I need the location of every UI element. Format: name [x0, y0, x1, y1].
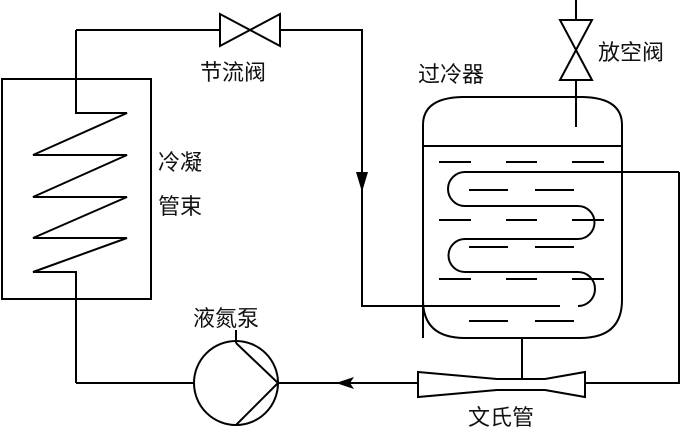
condenser-label-line1: 冷凝 — [158, 151, 202, 176]
liquid-dashes — [439, 161, 604, 322]
condenser-label-line2: 管束 — [158, 195, 202, 220]
subcooler-label: 过冷器 — [418, 63, 484, 88]
vent-valve-label: 放空阀 — [598, 41, 664, 66]
venturi-tube — [417, 370, 586, 399]
venturi-label: 文氏管 — [468, 406, 534, 431]
pump-icon — [193, 340, 280, 426]
pump-label: 液氮泵 — [193, 307, 259, 332]
flow-arrow-down-icon — [356, 172, 368, 192]
throttle-valve-icon — [219, 12, 281, 48]
flow-arrow-left-icon — [336, 377, 354, 389]
condenser-coil — [32, 30, 128, 383]
throttle-valve-label: 节流阀 — [200, 61, 266, 86]
subcooler-coil — [447, 171, 679, 307]
vent-valve-icon — [558, 19, 594, 81]
pipe-subcooler-to-venturi — [585, 172, 680, 384]
subcooler-vessel — [422, 96, 623, 339]
pipe-throttle-to-subcooler — [280, 29, 560, 307]
